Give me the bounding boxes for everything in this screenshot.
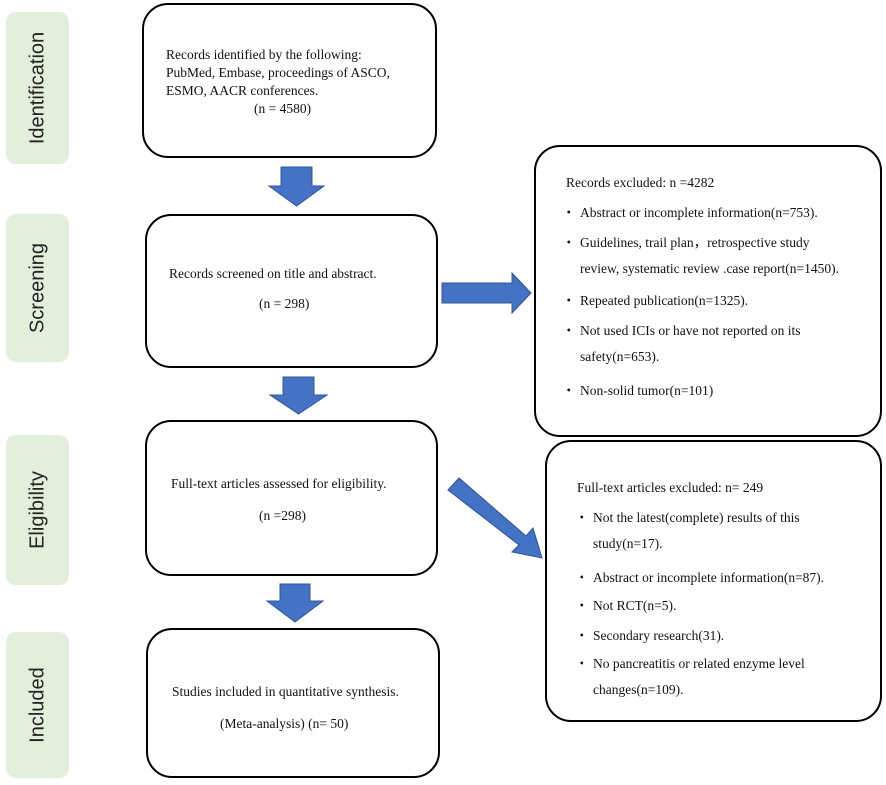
fulltext-assessed-box: Full-text articles assessed for eligibil… (145, 420, 438, 576)
down-arrow-icon (268, 376, 329, 415)
screened-title: Records screened on title and abstract. (169, 266, 377, 281)
records-excluded-item: ・Repeated publication(n=1325). (562, 293, 749, 308)
identified-count: (n = 4580) (254, 101, 312, 116)
included-title: Studies included in quantitative synthes… (172, 684, 399, 699)
fulltext-excluded-item: ・No pancreatitis or related enzyme level (575, 656, 805, 671)
stage-included: Included (6, 632, 69, 778)
fulltext-excluded-item: ・Not RCT(n=5). (575, 598, 677, 613)
down-arrow-icon (267, 166, 326, 207)
down-arrow-icon (265, 583, 325, 623)
records-excluded-title: Records excluded: n =4282 (566, 175, 715, 190)
diagonal-arrow-icon (447, 477, 543, 559)
records-excluded-item: ・Guidelines, trail plan，retrospective st… (562, 235, 810, 250)
records-excluded-item-cont: safety(n=653). (580, 349, 660, 364)
fulltext-excluded-item-cont: study(n=17). (593, 536, 663, 551)
fulltext-excluded-title: Full-text articles excluded: n= 249 (577, 480, 764, 495)
fulltext-excluded-item: ・Not the latest(complete) results of thi… (575, 510, 800, 525)
identified-line: ESMO, AACR conferences. (166, 83, 319, 98)
records-excluded-item: ・Abstract or incomplete information(n=75… (562, 205, 818, 220)
records-excluded-item-cont: review, systematic review .case report(n… (580, 261, 840, 276)
records-excluded-item: ・Not used ICIs or have not reported on i… (562, 323, 801, 338)
records-identified-box: Records identified by the following: Pub… (142, 3, 437, 158)
fulltext-excluded-item: ・Abstract or incomplete information(n=87… (575, 570, 825, 585)
right-arrow-icon (441, 271, 532, 315)
identified-line: PubMed, Embase, proceedings of ASCO, (166, 65, 390, 80)
fulltext-excluded-item-cont: changes(n=109). (593, 682, 684, 697)
fulltext-excluded-box: Full-text articles excluded: n= 249 ・Not… (545, 440, 882, 722)
records-excluded-item: ・Non-solid tumor(n=101) (562, 383, 714, 398)
assessed-count: (n =298) (259, 508, 306, 523)
stage-identification: Identification (6, 12, 69, 164)
fulltext-excluded-item: ・Secondary research(31). (575, 628, 725, 643)
screened-count: (n = 298) (259, 296, 310, 311)
assessed-title: Full-text articles assessed for eligibil… (171, 476, 387, 491)
records-excluded-box: Records excluded: n =4282 ・Abstract or i… (534, 145, 882, 437)
stage-screening: Screening (6, 214, 69, 362)
identified-line: Records identified by the following: (166, 47, 362, 62)
stage-eligibility: Eligibility (6, 435, 69, 585)
records-screened-box: Records screened on title and abstract. … (145, 214, 438, 368)
studies-included-box: Studies included in quantitative synthes… (146, 628, 440, 778)
included-count: (Meta-analysis) (n= 50) (220, 716, 349, 731)
